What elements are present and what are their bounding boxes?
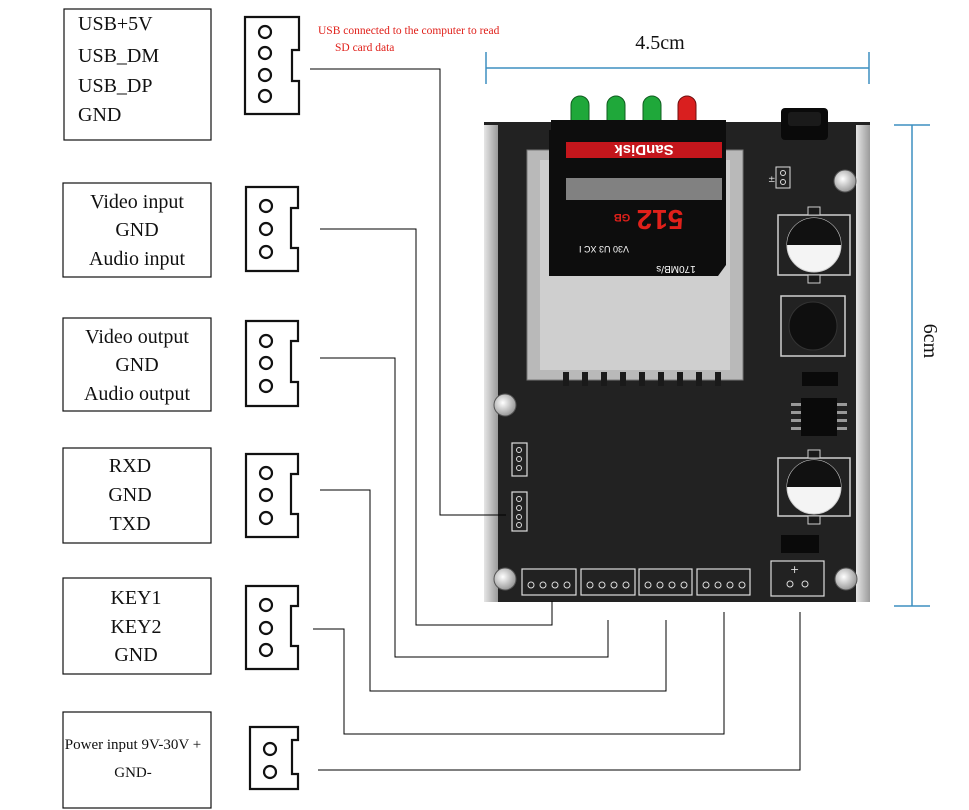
onboard-header-extra-icon — [696, 568, 751, 596]
onboard-power-terminal-icon: + — [770, 560, 825, 597]
label-power-gnd: GND- — [114, 765, 152, 781]
sd-card-marks: V30 U3 XC I — [579, 244, 629, 254]
sd-card-unit: GB — [614, 211, 631, 223]
wire-video-output — [320, 357, 609, 658]
label-usb-gnd: GND — [78, 104, 121, 126]
capacitor-bottom-icon — [777, 449, 851, 525]
wire-power — [318, 612, 801, 771]
onboard-header-uart-icon — [638, 568, 693, 596]
height-dimension-label: 6cm — [919, 324, 941, 359]
label-box-usb: USB+5V USB_DM USB_DP GND — [63, 8, 212, 141]
led-red — [677, 95, 697, 123]
label-power-plus: Power input 9V-30V + — [65, 737, 201, 753]
label-box-video-input: Video input GND Audio input — [62, 182, 212, 278]
label-key2: KEY2 — [110, 616, 161, 638]
mounting-hole-bottom-right — [834, 567, 858, 591]
label-key1: KEY1 — [110, 587, 161, 609]
usb-note-line2: SD card data — [335, 42, 394, 54]
label-usb-dm: USB_DM — [78, 45, 159, 67]
power-terminal-plus: + — [790, 563, 799, 576]
label-key-gnd: GND — [114, 644, 157, 666]
capacitor-top-icon — [777, 206, 851, 284]
uart-3pin-connector-icon — [244, 452, 300, 539]
left-rail — [484, 125, 498, 602]
buzzer-icon — [780, 295, 846, 357]
onboard-header-keys-icon — [521, 568, 577, 596]
wire-uart — [320, 489, 667, 692]
sd-card: SanDisk 512 GB 170MB/s V30 U3 XC I — [549, 130, 726, 276]
video-input-3pin-connector-icon — [244, 185, 300, 273]
wires — [310, 68, 801, 771]
video-output-3pin-connector-icon — [244, 319, 300, 408]
small-2pin-header-icon: ± — [768, 166, 791, 189]
onboard-header-video-out-icon — [580, 568, 636, 596]
onboard-header-usb-icon — [511, 491, 528, 532]
wire-video-input — [320, 228, 553, 626]
keys-3pin-connector-icon — [244, 584, 300, 671]
led-green-1 — [570, 95, 590, 123]
label-box-uart: RXD GND TXD — [62, 447, 212, 544]
wire-keys — [313, 612, 725, 735]
sd-card-speed: 170MB/s — [656, 263, 695, 274]
onboard-header-video-in-icon — [511, 442, 528, 477]
mounting-hole-top-right — [833, 169, 857, 193]
label-video-output-gnd: GND — [115, 354, 158, 376]
width-dimension-label: 4.5cm — [635, 32, 685, 54]
label-rxd: RXD — [109, 455, 151, 477]
wire-usb — [310, 68, 506, 516]
led-green-2 — [606, 95, 626, 123]
label-usb-dp: USB_DP — [78, 75, 152, 97]
ir-receiver-icon — [781, 108, 828, 140]
power-2pin-connector-icon — [248, 725, 300, 791]
small-header-marking: ± — [768, 175, 776, 185]
usb-4pin-connector-icon — [243, 15, 301, 116]
smd-component-2 — [781, 535, 819, 553]
label-audio-output: Audio output — [84, 383, 191, 405]
label-box-power: Power input 9V-30V + GND- — [62, 711, 212, 809]
pcb-board: SanDisk 512 GB 170MB/s V30 U3 XC I ± — [484, 95, 870, 602]
mounting-hole-left-middle — [493, 393, 517, 417]
led-green-3 — [642, 95, 662, 123]
sd-card-brand-band — [566, 142, 722, 158]
smd-component — [802, 372, 838, 386]
label-box-video-output: Video output GND Audio output — [62, 317, 212, 412]
height-dimension: 6cm — [894, 124, 941, 607]
ic-chip-icon — [791, 398, 847, 436]
label-usb-5v: USB+5V — [78, 13, 153, 35]
mounting-hole-bottom-left — [493, 567, 517, 591]
right-rail — [856, 125, 870, 602]
label-box-keys: KEY1 KEY2 GND — [62, 577, 212, 675]
label-audio-input: Audio input — [89, 248, 186, 270]
label-video-output: Video output — [85, 326, 189, 348]
usb-note-line1: USB connected to the computer to read — [318, 25, 500, 37]
label-uart-gnd: GND — [108, 484, 151, 506]
mounting-holes — [493, 169, 858, 591]
label-txd: TXD — [109, 513, 150, 535]
label-video-input: Video input — [90, 191, 184, 213]
width-dimension: 4.5cm — [485, 32, 870, 84]
status-leds — [570, 95, 697, 123]
label-video-input-gnd: GND — [115, 219, 158, 241]
sd-card-brand: SanDisk — [614, 141, 674, 158]
sd-card-capacity: 512 — [637, 204, 684, 235]
